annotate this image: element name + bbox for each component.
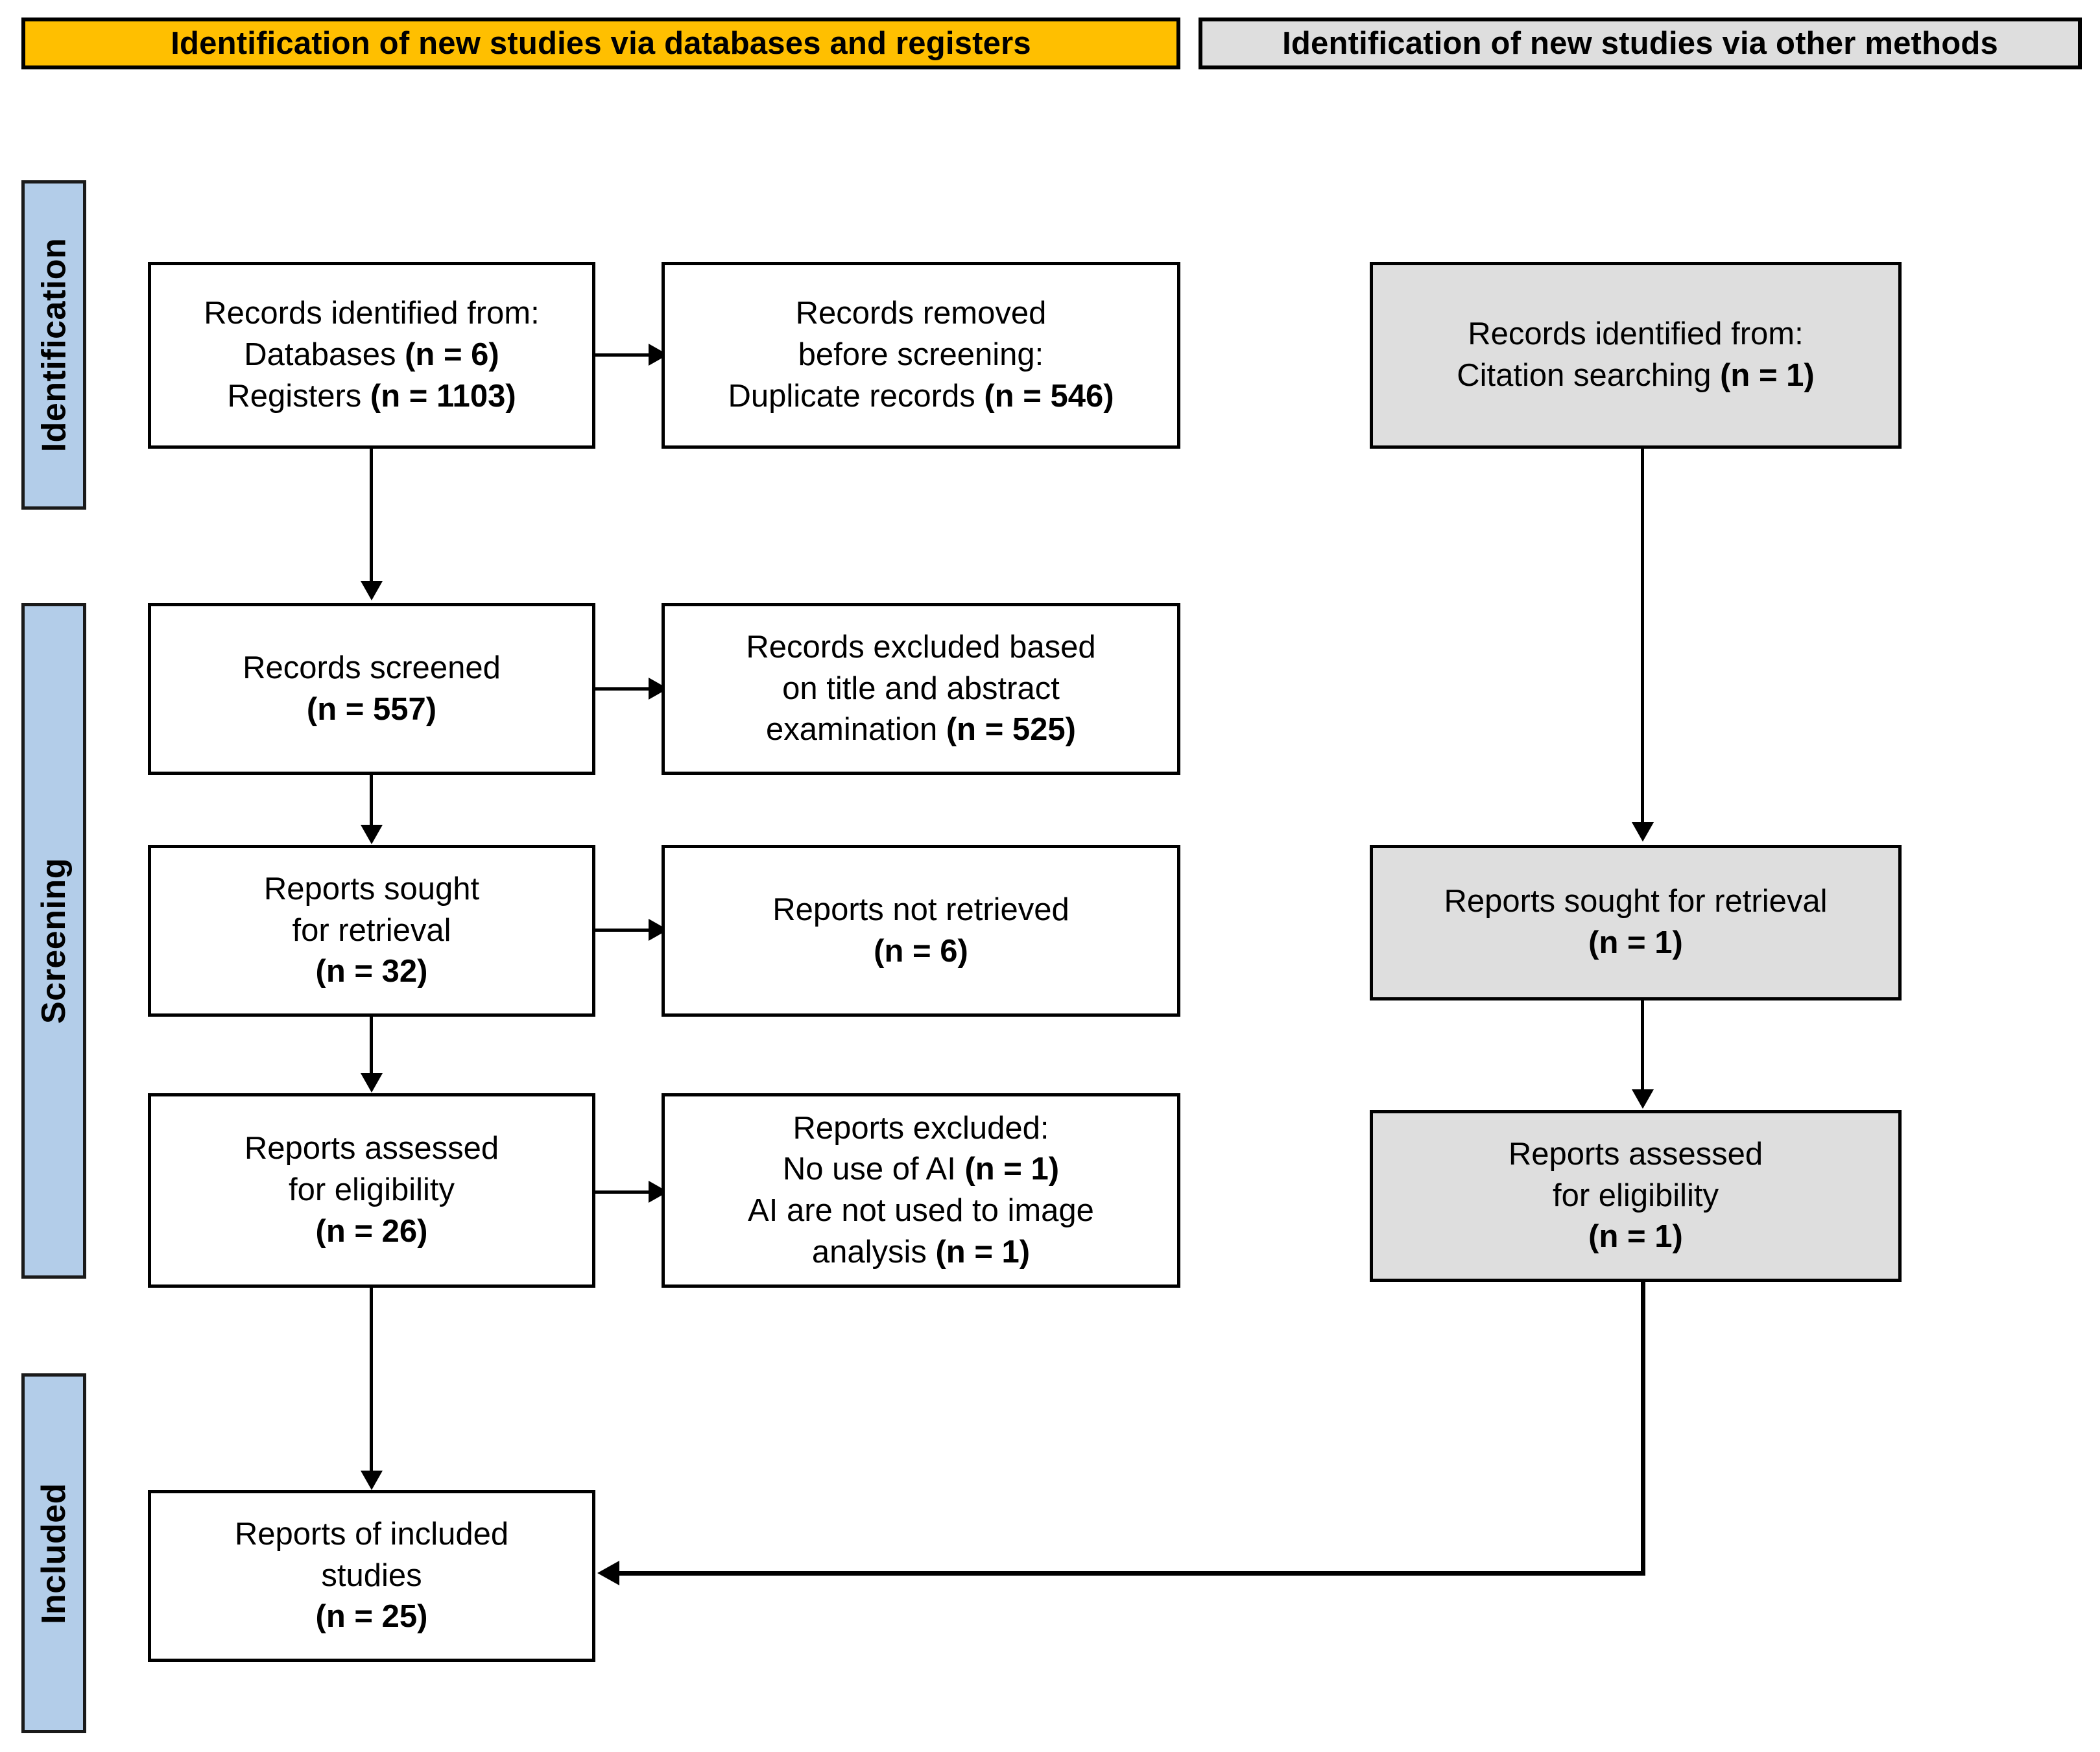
other-assessed-line3: (n = 1)	[1588, 1219, 1683, 1255]
reports-included-line3: (n = 25)	[315, 1599, 428, 1635]
arrowhead-other-sought-to-assessed	[1632, 1089, 1654, 1109]
node-reports-not-retrieved: Reports not retrieved (n = 6)	[662, 845, 1180, 1017]
stage-label-included-text: Included	[35, 1482, 73, 1624]
records-removed-line3: Duplicate records (n = 546)	[728, 378, 1114, 414]
other-sought-line2: (n = 1)	[1588, 925, 1683, 960]
reports-not-retrieved-line2: (n = 6)	[874, 933, 968, 969]
stage-label-identification-text: Identification	[35, 237, 73, 453]
banner-other-label: Identification of new studies via other …	[1282, 25, 1998, 61]
connector-other-assessed-down	[1641, 1282, 1645, 1575]
connector-other-assessed-to-included	[619, 1571, 1645, 1576]
connector-assessed-to-excluded	[595, 1190, 654, 1194]
records-identified-line3: Registers (n = 1103)	[227, 378, 516, 414]
stage-label-included: Included	[21, 1373, 86, 1733]
node-records-excluded: Records excluded based on title and abst…	[662, 603, 1180, 775]
node-records-identified: Records identified from: Databases (n = …	[148, 262, 595, 449]
node-other-sought: Reports sought for retrieval (n = 1)	[1370, 845, 1902, 1000]
node-reports-sought: Reports sought for retrieval (n = 32)	[148, 845, 595, 1017]
reports-excluded-line1: Reports excluded:	[793, 1110, 1049, 1146]
banner-databases-label: Identification of new studies via databa…	[171, 25, 1031, 61]
arrowhead-other-identified-to-sought	[1632, 822, 1654, 842]
arrowhead-assessed-to-included	[361, 1471, 383, 1490]
banner-other-methods: Identification of new studies via other …	[1199, 18, 2082, 69]
arrowhead-sought-to-assessed	[361, 1073, 383, 1093]
node-reports-included: Reports of included studies (n = 25)	[148, 1490, 595, 1662]
records-screened-line1: Records screened	[243, 650, 501, 685]
reports-included-line2: studies	[321, 1557, 422, 1593]
other-sought-line1: Reports sought for retrieval	[1444, 884, 1828, 919]
reports-excluded-line2: No use of AI (n = 1)	[782, 1152, 1060, 1187]
arrowhead-screened-to-sought	[361, 825, 383, 844]
records-removed-line1: Records removed	[795, 296, 1047, 331]
other-assessed-line1: Reports assessed	[1508, 1136, 1763, 1172]
records-excluded-line2: on title and abstract	[782, 670, 1060, 706]
node-records-removed: Records removed before screening: Duplic…	[662, 262, 1180, 449]
node-records-screened: Records screened (n = 557)	[148, 603, 595, 775]
stage-label-screening: Screening	[21, 603, 86, 1279]
records-excluded-line3: examination (n = 525)	[766, 712, 1076, 748]
records-identified-line2: Databases (n = 6)	[244, 337, 499, 373]
connector-identified-to-removed	[595, 353, 654, 357]
connector-sought-to-assessed	[370, 1017, 373, 1078]
reports-not-retrieved-line1: Reports not retrieved	[772, 892, 1069, 927]
reports-assessed-line2: for eligibility	[289, 1172, 455, 1208]
reports-sought-line3: (n = 32)	[315, 954, 428, 989]
records-identified-line1: Records identified from:	[204, 296, 540, 331]
connector-other-sought-to-assessed	[1641, 1000, 1644, 1095]
reports-included-line1: Reports of included	[234, 1516, 509, 1552]
reports-assessed-line1: Reports assessed	[244, 1131, 499, 1166]
connector-identified-to-screened	[370, 449, 373, 584]
records-screened-line2: (n = 557)	[306, 691, 437, 727]
records-removed-line2: before screening:	[798, 337, 1044, 373]
connector-sought-to-not-retrieved	[595, 929, 654, 932]
stage-label-screening-text: Screening	[35, 858, 73, 1024]
other-assessed-line2: for eligibility	[1553, 1178, 1719, 1213]
records-excluded-line1: Records excluded based	[746, 629, 1096, 665]
connector-other-identified-to-sought	[1641, 449, 1644, 825]
arrowhead-other-assessed-to-included	[597, 1561, 619, 1585]
node-other-assessed: Reports assessed for eligibility (n = 1)	[1370, 1110, 1902, 1282]
other-identified-line2: Citation searching (n = 1)	[1457, 358, 1815, 393]
node-reports-excluded: Reports excluded: No use of AI (n = 1) A…	[662, 1093, 1180, 1288]
node-other-identified: Records identified from: Citation search…	[1370, 262, 1902, 449]
other-identified-line1: Records identified from:	[1468, 316, 1804, 352]
connector-screened-to-sought	[370, 775, 373, 830]
connector-assessed-to-included	[370, 1288, 373, 1476]
reports-sought-line2: for retrieval	[292, 912, 451, 948]
reports-excluded-line3: AI are not used to image	[748, 1193, 1094, 1228]
reports-sought-line1: Reports sought	[263, 871, 480, 906]
reports-assessed-line3: (n = 26)	[315, 1213, 428, 1249]
node-reports-assessed: Reports assessed for eligibility (n = 26…	[148, 1093, 595, 1288]
arrowhead-identified-to-screened	[361, 581, 383, 600]
banner-databases-registers: Identification of new studies via databa…	[21, 18, 1180, 69]
connector-screened-to-excluded	[595, 687, 654, 691]
stage-label-identification: Identification	[21, 180, 86, 510]
reports-excluded-line4: analysis (n = 1)	[811, 1234, 1031, 1270]
